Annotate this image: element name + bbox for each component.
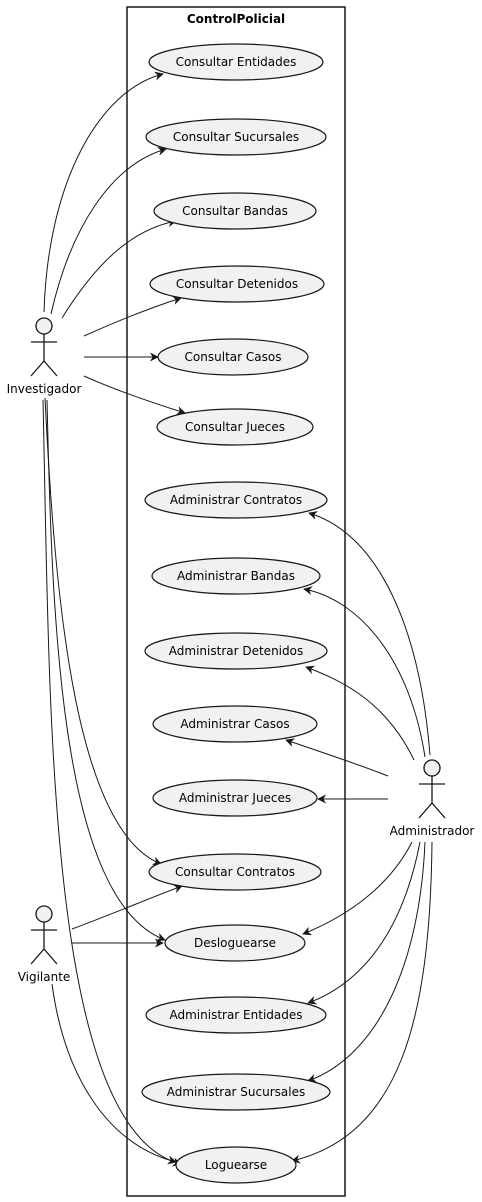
use-case-administrar-sucursales: Administrar Sucursales (141, 1073, 331, 1111)
use-case-label: Consultar Casos (185, 350, 282, 364)
use-case-consultar-sucursales: Consultar Sucursales (145, 118, 327, 156)
association-administrador-administrar-contratos (308, 511, 431, 756)
use-case-label: Consultar Sucursales (173, 130, 299, 144)
association-investigador-loguearse (42, 399, 182, 1167)
use-case-consultar-contratos: Consultar Contratos (148, 853, 322, 891)
use-case-administrar-contratos: Administrar Contratos (144, 481, 328, 519)
stick-figure-icon (418, 759, 446, 819)
use-case-label: Administrar Jueces (179, 791, 291, 805)
association-investigador-consultar-bandas (61, 218, 177, 319)
use-case-consultar-detenidos: Consultar Detenidos (149, 265, 325, 303)
use-case-label: Consultar Jueces (185, 420, 285, 434)
use-case-label: Consultar Contratos (175, 865, 295, 879)
use-case-label: Consultar Detenidos (176, 277, 298, 291)
association-investigador-consultar-sucursales (50, 146, 167, 315)
use-case-label: Administrar Casos (180, 717, 289, 731)
association-administrador-loguearse (291, 841, 433, 1164)
association-administrador-administrar-casos (285, 738, 389, 777)
use-case-administrar-jueces: Administrar Jueces (152, 779, 318, 817)
use-case-consultar-entidades: Consultar Entidades (148, 43, 324, 81)
association-investigador-consultar-entidades (43, 71, 164, 313)
actor-administrador: Administrador (390, 759, 475, 838)
use-case-loguearse: Loguearse (175, 1146, 297, 1184)
use-case-label: Desloguearse (194, 936, 276, 950)
association-administrador-desloguearse (302, 841, 413, 936)
use-case-administrar-casos: Administrar Casos (152, 705, 318, 743)
use-case-administrar-detenidos: Administrar Detenidos (144, 632, 328, 670)
use-case-desloguearse: Desloguearse (164, 924, 306, 962)
use-case-consultar-bandas: Consultar Bandas (153, 192, 317, 230)
use-case-label: Administrar Sucursales (167, 1085, 306, 1099)
association-investigador-consultar-contratos (44, 397, 162, 866)
association-lines (42, 71, 433, 1167)
actor-label: Investigador (7, 382, 82, 396)
actor-vigilante: Vigilante (18, 905, 71, 984)
use-case-label: Consultar Entidades (176, 55, 297, 69)
association-administrador-administrar-sucursales (307, 841, 426, 1083)
system-title: ControlPolicial (187, 12, 285, 26)
use-case-label: Consultar Bandas (182, 204, 288, 218)
association-administrador-administrar-bandas (303, 586, 426, 758)
actor-label: Administrador (390, 824, 475, 838)
association-administrador-administrar-detenidos (305, 665, 415, 761)
use-case-label: Administrar Entidades (169, 1008, 302, 1022)
use-case-label: Loguearse (205, 1158, 267, 1172)
actor-label: Vigilante (18, 970, 71, 984)
use-case-consultar-jueces: Consultar Jueces (156, 408, 314, 446)
actor-investigador: Investigador (7, 317, 82, 396)
association-investigador-desloguearse (46, 399, 166, 942)
use-case-label: Administrar Bandas (177, 569, 295, 583)
use-case-label: Administrar Detenidos (169, 644, 303, 658)
use-case-administrar-bandas: Administrar Bandas (151, 557, 321, 595)
association-investigador-consultar-detenidos (83, 296, 182, 337)
use-case-administrar-entidades: Administrar Entidades (145, 996, 327, 1034)
association-administrador-administrar-entidades (307, 841, 421, 1005)
association-vigilante-loguearse (51, 983, 177, 1165)
association-investigador-consultar-jueces (83, 375, 186, 415)
stick-figure-icon (30, 905, 58, 965)
stick-figure-icon (30, 317, 58, 377)
use-case-label: Administrar Contratos (170, 493, 302, 507)
use-case-consultar-casos: Consultar Casos (157, 338, 309, 376)
association-vigilante-consultar-contratos (71, 884, 183, 930)
